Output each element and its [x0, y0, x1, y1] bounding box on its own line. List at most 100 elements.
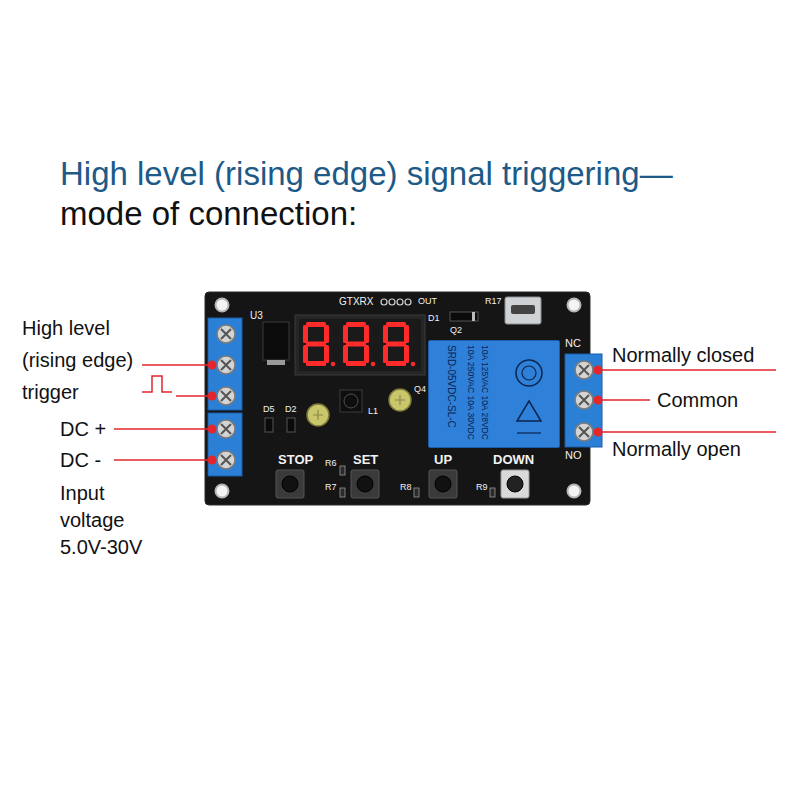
silkscreen-label: R6	[325, 458, 337, 469]
inductor-core	[344, 394, 358, 408]
silkscreen-label: NC	[565, 337, 581, 350]
button-cap	[435, 476, 451, 492]
relay-box: SRD-05VDC-SL-C10A 250VAC 10A 30VDC10A 12…	[428, 340, 560, 448]
header-pad	[397, 299, 403, 305]
silkscreen-label: D5	[263, 404, 275, 415]
silkscreen-label: U3	[250, 310, 263, 322]
regulator-chip	[263, 322, 289, 360]
relay-marking: SRD-05VDC-SL-C	[445, 345, 457, 428]
screw-slot	[579, 427, 589, 437]
screw-slot	[579, 365, 589, 375]
silkscreen-label: SET	[353, 452, 378, 468]
screw-slot	[221, 391, 231, 401]
decimal-point	[331, 362, 335, 366]
screw-slot	[221, 329, 231, 339]
leader-line	[598, 399, 650, 401]
mounting-hole	[216, 299, 229, 312]
decimal-point	[411, 362, 415, 366]
seven-segment-digit	[383, 322, 415, 366]
terminal-dot	[594, 396, 603, 405]
silkscreen-label: D2	[285, 404, 297, 415]
relay-pin-mark	[517, 432, 541, 433]
push-button	[351, 470, 379, 498]
smd-diode	[287, 418, 295, 432]
screw-slot	[221, 424, 231, 434]
segment	[343, 325, 348, 343]
callout-label: Normally open	[612, 437, 741, 461]
mounting-hole	[568, 485, 581, 498]
segment	[346, 361, 366, 366]
segment	[386, 322, 406, 327]
usb-socket	[505, 297, 541, 324]
button-cap	[282, 476, 298, 492]
segment	[386, 342, 406, 347]
terminal-dot	[208, 425, 217, 434]
decimal-point	[371, 362, 375, 366]
segment	[404, 345, 409, 363]
segment	[383, 325, 388, 343]
mounting-hole	[568, 299, 581, 312]
pcb-board	[205, 292, 590, 505]
push-button	[276, 470, 304, 498]
callout-label: Input voltage 5.0V-30V	[60, 480, 164, 561]
leader-line	[598, 369, 776, 371]
segment	[346, 342, 366, 347]
segment	[386, 361, 406, 366]
silkscreen-label: UP	[434, 452, 452, 468]
push-button	[501, 470, 529, 498]
silkscreen-label: D1	[428, 313, 440, 324]
silkscreen-label: STOP	[278, 452, 313, 468]
segment	[364, 325, 369, 343]
segment	[343, 345, 348, 363]
smd-resistor	[490, 488, 495, 497]
terminal-dot	[208, 392, 217, 401]
smd-resistor	[414, 488, 419, 497]
terminal-block	[565, 354, 602, 447]
terminal-screw	[217, 387, 235, 405]
screw-slot	[579, 395, 589, 405]
screw-slot	[221, 455, 231, 465]
terminal-screw	[575, 423, 593, 441]
segment	[306, 322, 326, 327]
silkscreen-label: R9	[476, 482, 488, 493]
silkscreen-label: R17	[485, 296, 502, 307]
relay-marking: 10A 250VAC 10A 30VDC	[465, 345, 476, 440]
terminal-block	[208, 413, 242, 476]
diode	[450, 312, 478, 321]
segment	[306, 361, 326, 366]
display-frame	[295, 315, 425, 375]
segment	[346, 322, 366, 327]
terminal-screw	[575, 361, 593, 379]
push-button	[429, 470, 457, 498]
warning-triangle	[517, 401, 541, 421]
leader-line	[114, 428, 212, 430]
button-cap	[357, 476, 373, 492]
diode-band	[472, 312, 475, 321]
terminal-dot	[208, 456, 217, 465]
segment	[303, 325, 308, 343]
silkscreen-label: DOWN	[493, 452, 534, 468]
silkscreen-label: R8	[400, 482, 412, 493]
pcb-board-area: U3GTXRXOUTR17D1Q2NCD5D2L1Q4NOSTOPSETUPDO…	[205, 292, 590, 505]
capacitor	[389, 389, 411, 411]
capacitor	[307, 404, 329, 426]
segment	[383, 345, 388, 363]
segment	[364, 345, 369, 363]
certification-mark	[522, 366, 536, 380]
button-cap	[507, 476, 523, 492]
header-pad	[405, 299, 411, 305]
silkscreen-label: L1	[368, 406, 378, 417]
terminal-screw	[575, 391, 593, 409]
inductor	[340, 390, 362, 412]
leader-line	[114, 459, 212, 461]
display-window	[299, 319, 421, 371]
usb-slot	[511, 305, 535, 314]
segment	[324, 345, 329, 363]
smd-diode	[265, 418, 273, 432]
leader-line	[142, 364, 212, 366]
silkscreen-label: OUT	[418, 296, 437, 307]
chip-tab	[267, 360, 285, 365]
terminal-screw	[217, 420, 235, 438]
silkscreen-label: Q4	[414, 384, 426, 395]
